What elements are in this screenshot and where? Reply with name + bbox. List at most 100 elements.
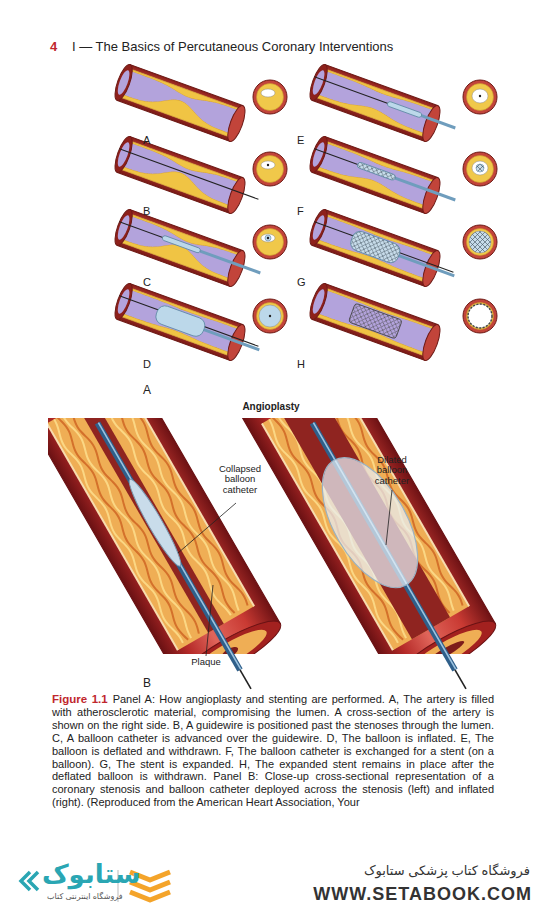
catheter — [98, 423, 241, 670]
vessel-ring — [463, 80, 497, 114]
balloon — [265, 235, 271, 241]
artery-opening — [310, 69, 326, 96]
step-letter: B — [143, 205, 150, 217]
artery-opening — [310, 288, 326, 315]
artery-end — [111, 63, 135, 103]
page-number: 4 — [50, 40, 57, 54]
plaque — [467, 229, 494, 256]
artery-end — [306, 63, 330, 103]
lumen — [122, 216, 239, 279]
plaque-streak — [68, 418, 201, 635]
artery-illustration — [306, 135, 460, 222]
cross-section — [253, 152, 287, 186]
lumen — [317, 216, 434, 279]
balloon — [387, 101, 423, 118]
vessel-ring — [253, 299, 287, 333]
guidewire — [455, 670, 466, 689]
step-letter: C — [143, 276, 151, 288]
catheter — [200, 251, 260, 273]
artery-inner — [120, 141, 239, 209]
artery-illustration — [111, 135, 263, 221]
balloon — [154, 304, 207, 339]
balloon — [124, 476, 186, 570]
plaque — [257, 156, 284, 183]
artery-illustration — [111, 63, 248, 144]
lumen — [468, 304, 492, 328]
caption-text: Panel A: How angioplasty and stenting ar… — [52, 693, 494, 808]
step-letter: G — [297, 276, 306, 288]
catheter-highlight — [98, 423, 241, 670]
plaque — [467, 84, 494, 111]
lumen — [122, 71, 239, 134]
artery-inner — [315, 288, 434, 356]
artery-end — [306, 135, 330, 175]
callout-label: Collapsed balloon catheter — [209, 464, 271, 495]
step-letter: F — [297, 205, 304, 217]
artery-wall — [117, 137, 243, 214]
lumen — [122, 143, 239, 206]
artery-wall — [242, 418, 495, 654]
plaque — [48, 418, 254, 650]
plaque — [262, 418, 469, 650]
step-letter: A — [143, 134, 150, 146]
guidewire-dot — [267, 164, 269, 166]
step-letter: H — [297, 358, 305, 370]
artery-end — [224, 176, 248, 216]
guidewire-dot — [269, 315, 271, 317]
guidewire — [119, 149, 258, 200]
leader-line — [206, 585, 213, 656]
callout-label: Plaque — [191, 657, 221, 667]
artery-illustration — [111, 208, 265, 295]
lumen — [259, 305, 281, 327]
running-header: I — The Basics of Percutaneous Coronary … — [72, 40, 393, 54]
stent-on-balloon — [357, 162, 397, 181]
catheter — [421, 116, 455, 128]
artery-end — [419, 323, 443, 363]
artery-end — [111, 135, 135, 175]
lumen — [472, 161, 488, 175]
plaque — [257, 84, 284, 111]
watermark-text: فروشگاه کتاب پزشکی ستابوک — [364, 864, 530, 878]
cross-section — [463, 299, 497, 333]
vessel-ring — [463, 225, 497, 259]
catheter — [395, 178, 455, 200]
step-letter: D — [143, 358, 151, 370]
plaque — [257, 229, 284, 256]
leader-line — [386, 490, 392, 545]
artery-wall — [312, 137, 438, 214]
lumen — [261, 89, 275, 97]
artery-end — [111, 208, 135, 248]
logo-mark — [130, 892, 170, 900]
artery-opening — [310, 214, 326, 241]
plaque — [467, 303, 494, 330]
artery-wall — [312, 65, 438, 142]
artery-inner — [315, 69, 434, 137]
artery-illustration — [111, 282, 265, 369]
artery-wall — [312, 284, 438, 361]
artery-end — [306, 208, 330, 248]
lumen — [122, 290, 239, 353]
catheter-group — [91, 420, 257, 693]
artery-end — [224, 104, 248, 144]
callout-label: Dilated balloon catheter — [364, 455, 420, 486]
artery-inner — [120, 214, 239, 282]
guidewire — [240, 670, 251, 689]
artery-illustration — [306, 63, 460, 150]
artery-opening — [310, 141, 326, 168]
lumen — [317, 71, 434, 134]
guidewire-dot — [479, 95, 481, 97]
guidewire-dot — [267, 237, 269, 239]
logo-text: ستابوک — [42, 860, 141, 889]
catheter — [399, 256, 454, 276]
artery-end — [111, 282, 135, 322]
vessel-ring — [463, 299, 497, 333]
lumen — [261, 161, 275, 169]
plaque — [467, 156, 494, 183]
panel-letter: B — [143, 677, 151, 690]
lumen — [261, 234, 275, 242]
figure-caption: Figure 1.1Panel A: How angioplasty and s… — [52, 693, 494, 809]
artery-body — [242, 418, 498, 654]
cross-section — [253, 299, 287, 333]
cross-section — [463, 225, 497, 259]
